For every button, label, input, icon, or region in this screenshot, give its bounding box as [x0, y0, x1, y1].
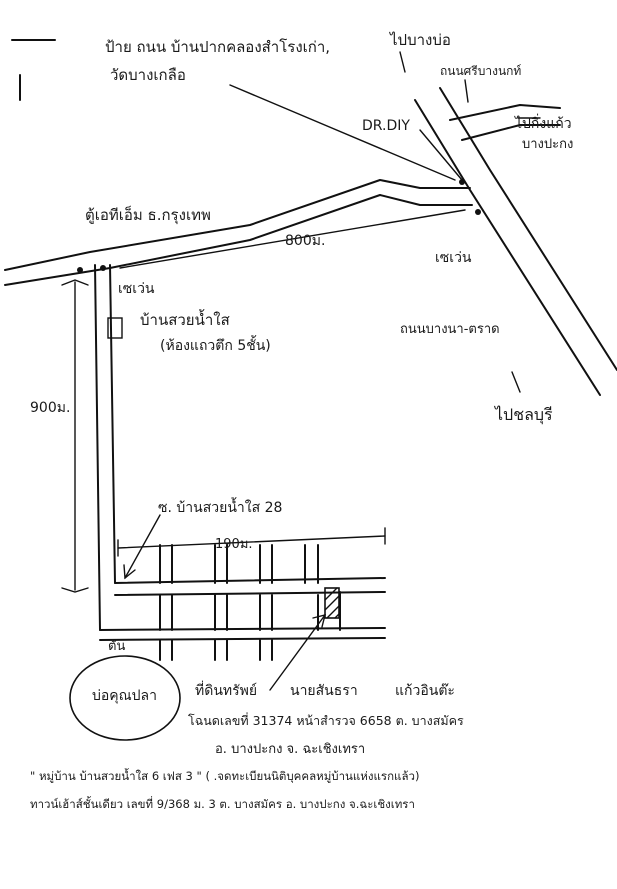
lane-mid [114, 591, 386, 596]
village-sub-label: (ห้องแถวตึก 5ชั้น) [160, 335, 271, 354]
soi-right [109, 264, 116, 584]
dim-900-cap-top [61, 279, 89, 286]
road-label-arrow [464, 79, 469, 103]
lane-bottom-2 [99, 637, 386, 641]
footer-owner-c: แก้วอินต๊ะ [395, 683, 455, 699]
seven-left-label: เซเว่น [118, 281, 155, 297]
dist-800-label: 800ม. [285, 233, 325, 249]
soi-arrow [124, 514, 161, 579]
marker-seven-right [475, 209, 481, 215]
plot-hatching [324, 587, 340, 619]
marker-atm [77, 267, 83, 273]
dist-190-label: 190ม. [215, 537, 253, 552]
marker-seven-left [100, 265, 106, 271]
to-chonburi-label: ไปชลบุรี [493, 405, 553, 425]
to-chonburi-arrow [511, 371, 521, 393]
dead-end-label: ตัน [108, 639, 125, 654]
footer-district: อ. บางปะกง จ. ฉะเชิงเทรา [215, 742, 365, 757]
circled-label: บ่อคุณปลา [92, 688, 157, 704]
west-road-top [4, 179, 471, 271]
seven-right-label: เซเว่น [435, 250, 472, 266]
marker-drdiy [459, 179, 465, 185]
atm-label: ตู้เอทีเอ็ม ธ.กรุงเทพ [85, 205, 211, 225]
grid-lanes [159, 544, 341, 661]
village-name-label: บ้านสวยน้ำใส [140, 309, 230, 329]
landmark-arrow [229, 84, 456, 181]
to-kingkaeo-label-2: บางปะกง [522, 137, 573, 152]
side-road-bottom [461, 124, 561, 141]
main-road-right-edge [439, 87, 617, 371]
footer-owner-b: นายสันธรา [290, 683, 358, 699]
dist-900-label: 900ม. [30, 400, 70, 416]
target-plot [324, 587, 340, 619]
plot-arrow [269, 614, 326, 691]
footer-village: " หมู่บ้าน บ้านสวยน้ำใส 6 เฟส 3 " ( .จดท… [30, 768, 419, 783]
village-building-icon [107, 317, 123, 339]
soi-left [94, 264, 101, 631]
road-top-right-label: ถนนศรีบางนกท์ [440, 64, 521, 78]
drdiy-arrow [419, 129, 463, 181]
dim-900-cap-bottom [61, 587, 89, 593]
main-road-label: ถนนบางนา-ตราด [400, 322, 500, 337]
lane-bottom [99, 627, 386, 631]
footer-address: ทาวน์เฮ้าส์ชั้นเดียว เลขที่ 9/368 ม. 3 ต… [30, 796, 415, 811]
landmark-top-text: ป้าย ถนน บ้านปากคลองสำโรงเก่า, [105, 38, 330, 56]
to-bangbo-label: ไปบางบ่อ [389, 31, 451, 49]
circled-label-ring [69, 655, 181, 741]
to-kingkaeo-label: ไปกิ่งแก้ว [514, 114, 572, 132]
dim-800-line [119, 209, 466, 269]
dim-190-line [117, 535, 386, 549]
to-bangbo-arrow [399, 51, 406, 73]
drdiy-label: DR.DIY [362, 118, 410, 134]
soi-label: ซ. บ้านสวยน้ำใส 28 [158, 497, 282, 516]
footer-deed: โฉนดเลขที่ 31374 หน้าสำรวจ 6658 ต. บางสม… [188, 712, 464, 728]
lane-top [114, 577, 386, 584]
main-road-left-edge [414, 99, 601, 396]
footer-owner-a: ที่ดินทรัพย์ [195, 681, 257, 699]
landmark-top-text-2: วัดบางเกลือ [110, 66, 186, 84]
plot-arrow-head [312, 614, 326, 628]
soi-arrow-head [123, 564, 136, 580]
west-road-bottom [4, 194, 473, 286]
side-road-top [449, 104, 561, 121]
